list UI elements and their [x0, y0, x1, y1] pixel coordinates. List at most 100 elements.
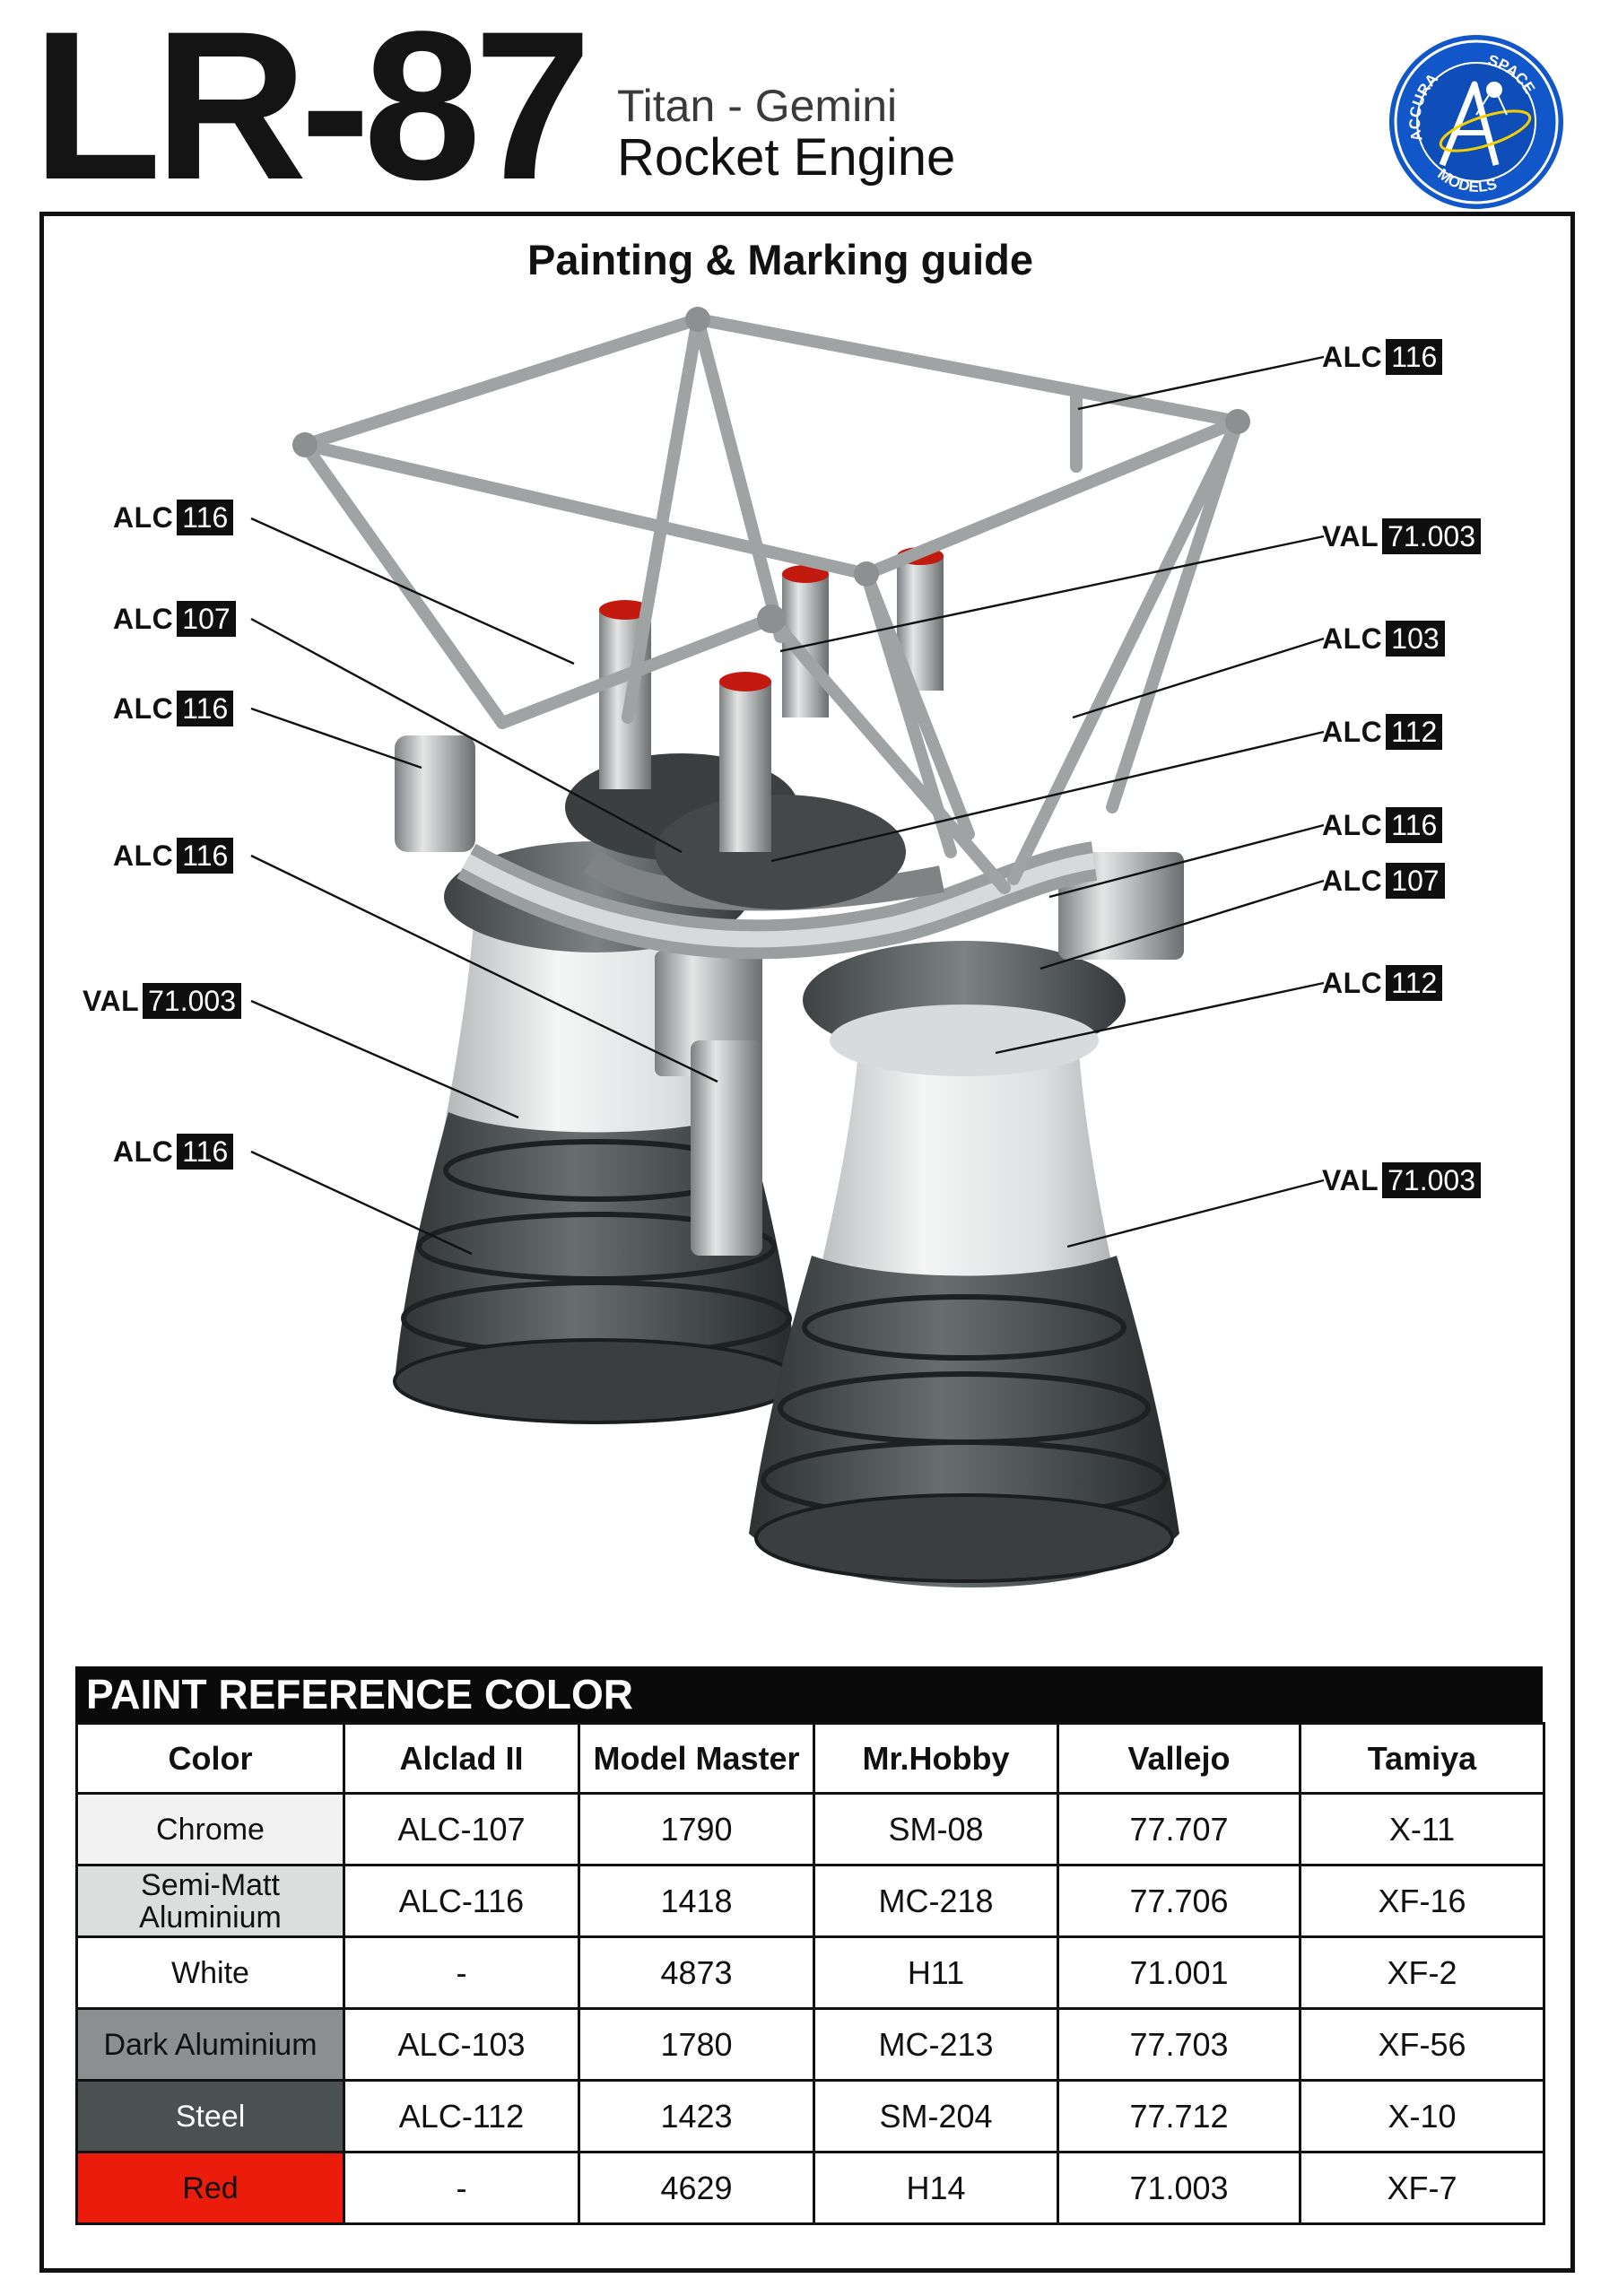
- color-swatch-cell: White: [75, 1935, 345, 2010]
- paint-table: Color Alclad II Model Master Mr.Hobby Va…: [75, 1722, 1545, 2225]
- callout-code: 107: [177, 601, 236, 637]
- table-cell: 1423: [578, 2079, 815, 2153]
- table-cell: SM-204: [813, 2079, 1059, 2153]
- table-cell: 71.003: [1057, 2151, 1301, 2225]
- callout-code: 116: [1386, 807, 1443, 843]
- callout-code: 71.003: [143, 983, 241, 1019]
- table-cell: XF-7: [1299, 2151, 1545, 2225]
- callout-brand: ALC: [1322, 864, 1383, 897]
- paint-reference-table: PAINT REFERENCE COLOR Color Alclad II Mo…: [75, 1666, 1545, 2225]
- color-swatch-cell: Red: [75, 2151, 345, 2225]
- table-cell: XF-2: [1299, 1935, 1545, 2010]
- callout-brand: ALC: [1322, 340, 1383, 373]
- table-cell: XF-56: [1299, 2007, 1545, 2082]
- callout-leader-lines: [250, 355, 1325, 1256]
- callout-code: 116: [1386, 339, 1443, 375]
- guide-frame: [39, 212, 1575, 2273]
- engine-illustration: [250, 307, 1325, 1587]
- callout-brand: ALC: [1322, 808, 1383, 841]
- table-cell: XF-16: [1299, 1864, 1545, 1938]
- table-cell: H14: [813, 2151, 1059, 2225]
- table-cell: ALC-103: [343, 2007, 580, 2082]
- callout-code: 71.003: [1382, 518, 1481, 554]
- thrust-frame: [299, 313, 1244, 894]
- table-cell: H11: [813, 1935, 1059, 2010]
- table-cell: 4873: [578, 1935, 815, 2010]
- callout-code: 116: [177, 1134, 234, 1170]
- callout-brand: ALC: [113, 1135, 174, 1168]
- callout-brand: ALC: [113, 500, 174, 534]
- table-cell: -: [343, 1935, 580, 2010]
- header-tamiya: Tamiya: [1299, 1722, 1545, 1795]
- callout-brand: ALC: [113, 691, 174, 725]
- header-mr-hobby: Mr.Hobby: [813, 1722, 1059, 1795]
- table-cell: MC-218: [813, 1864, 1059, 1938]
- table-cell: X-11: [1299, 1792, 1545, 1866]
- table-cell: MC-213: [813, 2007, 1059, 2082]
- guide-title: Painting & Marking guide: [526, 236, 1034, 283]
- color-swatch-cell: Chrome: [75, 1792, 345, 1866]
- table-header-row: Color Alclad II Model Master Mr.Hobby Va…: [75, 1722, 1545, 1795]
- callout-code: 112: [1386, 965, 1443, 1001]
- table-cell: ALC-107: [343, 1792, 580, 1866]
- model-title: LR-87: [32, 0, 592, 224]
- table-cell: 77.703: [1057, 2007, 1301, 2082]
- callout-code: 103: [1386, 621, 1445, 657]
- subtitle-vehicle: Titan - Gemini: [617, 81, 898, 131]
- subtitle-product: Rocket Engine: [617, 128, 956, 187]
- table-cell: 1780: [578, 2007, 815, 2082]
- callout-code: 112: [1386, 714, 1443, 750]
- header-alclad: Alclad II: [343, 1722, 580, 1795]
- table-cell: 77.707: [1057, 1792, 1301, 1866]
- table-cell: 77.712: [1057, 2079, 1301, 2153]
- callout-brand: VAL: [1322, 519, 1379, 552]
- callout-brand: ALC: [113, 602, 174, 635]
- header-model-master: Model Master: [578, 1722, 815, 1795]
- table-cell: ALC-116: [343, 1864, 580, 1938]
- color-swatch-cell: Steel: [75, 2079, 345, 2153]
- callout-brand: VAL: [1322, 1163, 1379, 1196]
- table-cell: 4629: [578, 2151, 815, 2225]
- callout-code: 71.003: [1382, 1162, 1481, 1198]
- accura-space-models-logo: ACCURA SPACE MODELS: [1389, 35, 1563, 209]
- callout-brand: ALC: [1322, 966, 1383, 999]
- color-swatch-cell: Dark Aluminium: [75, 2007, 345, 2082]
- table-cell: 1790: [578, 1792, 815, 1866]
- paint-table-title: PAINT REFERENCE COLOR: [75, 1666, 1543, 1722]
- callout-brand: ALC: [113, 839, 174, 872]
- table-cell: SM-08: [813, 1792, 1059, 1866]
- table-cell: ALC-112: [343, 2079, 580, 2153]
- callout-brand: VAL: [83, 984, 140, 1017]
- callout-code: 116: [177, 838, 234, 874]
- table-cell: 77.706: [1057, 1864, 1301, 1938]
- table-cell: 71.001: [1057, 1935, 1301, 2010]
- callout-code: 107: [1386, 863, 1445, 899]
- callout-code: 116: [177, 691, 234, 726]
- header-vallejo: Vallejo: [1057, 1722, 1301, 1795]
- table-cell: X-10: [1299, 2079, 1545, 2153]
- table-cell: -: [343, 2151, 580, 2225]
- right-engine: [749, 941, 1179, 1587]
- callout-brand: ALC: [1322, 715, 1383, 748]
- callout-code: 116: [177, 500, 234, 535]
- color-swatch-cell: Semi-Matt Aluminium: [75, 1864, 345, 1938]
